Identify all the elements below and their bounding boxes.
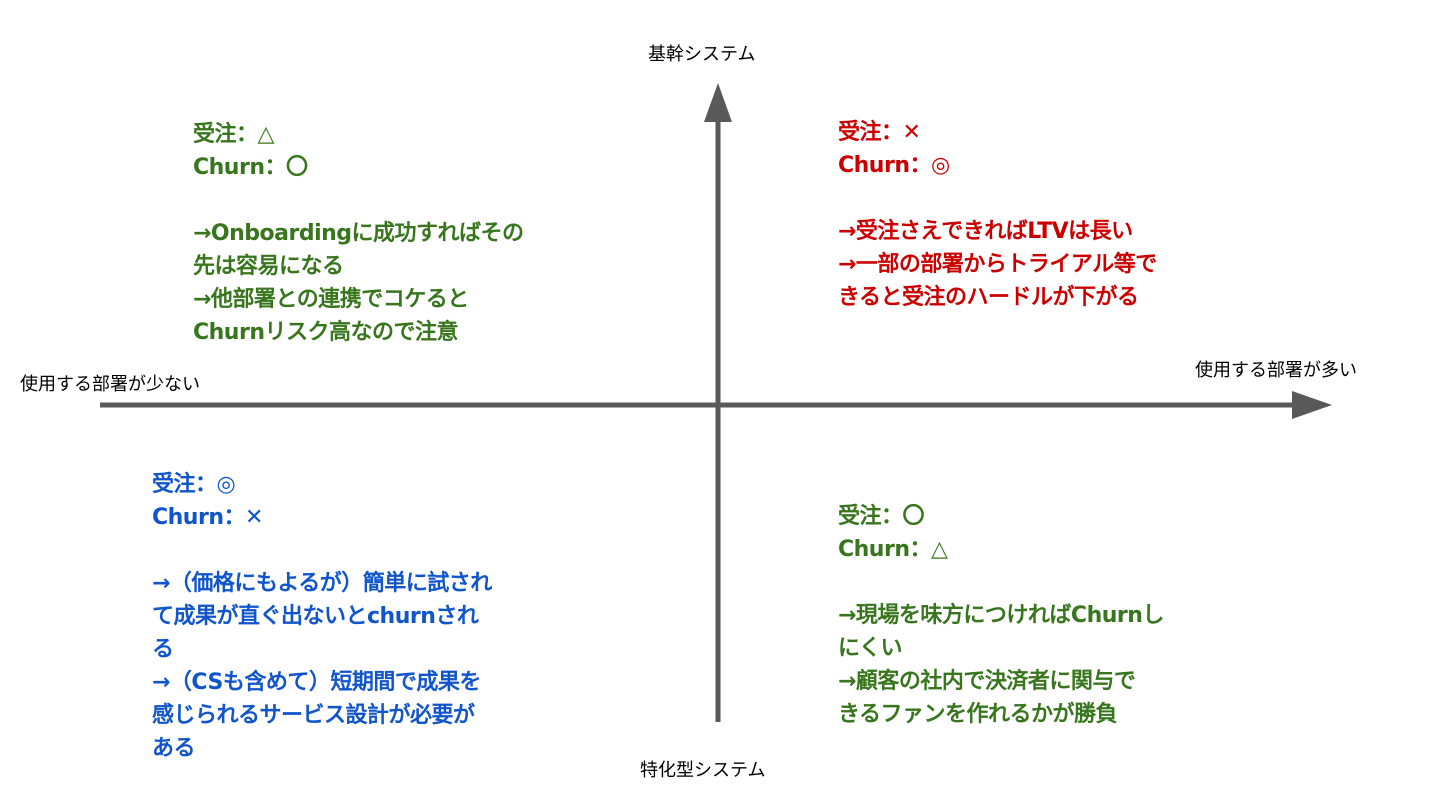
quadrant-text-line: にくい — [838, 636, 903, 661]
right-arrow-icon — [1292, 391, 1332, 419]
quadrant-text-line: ある — [152, 736, 196, 761]
axis-label-top: 基幹システム — [648, 44, 756, 65]
axis-label-bottom: 特化型システム — [640, 760, 766, 781]
quadrant-text-line — [193, 184, 524, 217]
quadrant-text-line — [838, 182, 1157, 215]
quadrant-text-line: 受注：△ — [193, 122, 274, 147]
quadrant-top-right: 受注：✕ Churn：◎ →受注さえできればLTVは長い →一部の部署からトライアル等… — [838, 116, 1157, 314]
quadrant-bottom-right: 受注：〇 Churn：△ →現場を味方につければChurnしにくい →顧客の社内で決済… — [838, 500, 1164, 731]
quadrant-text-line: 受注：◎ — [152, 472, 236, 497]
up-arrow-icon — [704, 83, 732, 122]
quadrant-text-line: →（価格にもよるが）簡単に試され — [152, 571, 492, 596]
quadrant-text-line: 受注：✕ — [838, 120, 921, 145]
quadrant-text-line: →他部署との連携でコケると — [193, 287, 469, 312]
quadrant-text-line: Churn：◎ — [838, 153, 950, 178]
quadrant-text-line: きると受注のハードルが下がる — [838, 285, 1139, 310]
quadrant-text-line: 先は容易になる — [193, 254, 344, 279]
quadrant-text-line: →Onboardingに成功すればその — [193, 221, 524, 246]
quadrant-text-line: 感じられるサービス設計が必要が — [152, 703, 475, 728]
quadrant-bottom-left: 受注：◎ Churn：✕ →（価格にもよるが）簡単に試されて成果が直ぐ出ないとchu… — [152, 468, 492, 765]
quadrant-text-line: きるファンを作れるかが勝負 — [838, 702, 1118, 727]
quadrant-text-line: Churn：△ — [838, 537, 948, 562]
quadrant-text-line: →受注さえできればLTVは長い — [838, 219, 1133, 244]
quadrant-text-line — [838, 566, 1164, 599]
quadrant-text-line: Churnリスク高なので注意 — [193, 320, 458, 345]
quadrant-text-line: →現場を味方につければChurnし — [838, 603, 1164, 628]
quadrant-text-line: →顧客の社内で決済者に関与で — [838, 669, 1136, 694]
quadrant-text-line: Churn：✕ — [152, 505, 263, 530]
quadrant-text-line — [152, 534, 492, 567]
axis-label-left: 使用する部署が少ない — [20, 374, 200, 395]
quadrant-top-left: 受注：△ Churn：〇 →Onboardingに成功すればその先は容易になる →他部… — [193, 118, 524, 349]
axis-label-right: 使用する部署が多い — [1195, 360, 1357, 381]
quadrant-text-line: →一部の部署からトライアル等で — [838, 252, 1157, 277]
quadrant-text-line: →（CSも含めて）短期間で成果を — [152, 670, 481, 695]
quadrant-text-line: Churn：〇 — [193, 155, 308, 180]
quadrant-text-line: 受注：〇 — [838, 504, 925, 529]
quadrant-text-line: る — [152, 637, 174, 662]
quadrant-text-line: て成果が直ぐ出ないとchurnされ — [152, 604, 479, 629]
